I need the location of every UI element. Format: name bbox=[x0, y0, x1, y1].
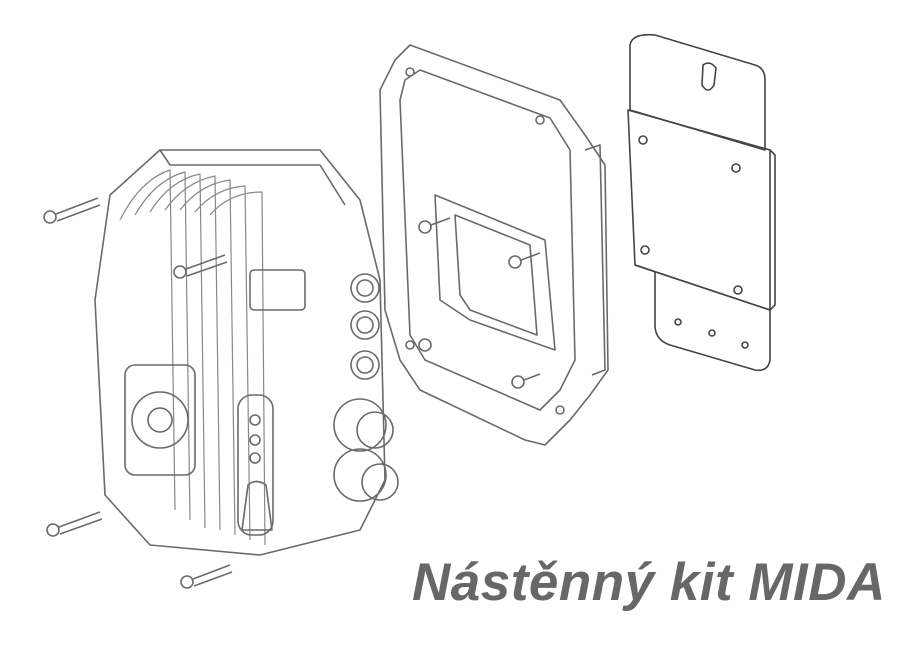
wall-bracket bbox=[627, 33, 776, 372]
screws bbox=[43, 197, 541, 589]
mounting-frame bbox=[379, 44, 609, 446]
keyhole-icon bbox=[701, 62, 717, 91]
fan-housing bbox=[124, 364, 196, 476]
drive-unit bbox=[94, 149, 399, 556]
cable-glands bbox=[333, 273, 399, 502]
fan-icon bbox=[131, 391, 189, 449]
control-panel bbox=[237, 394, 274, 536]
product-title: Nástěnný kit MIDA bbox=[412, 553, 886, 612]
